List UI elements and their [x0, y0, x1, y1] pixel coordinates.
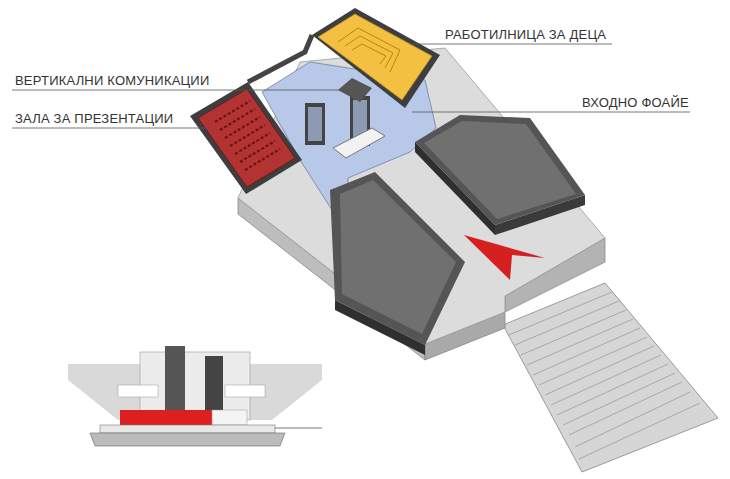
- room-label: ЗАЛА ЗА ПРЕЗЕНТАЦИИ: [15, 111, 173, 126]
- room-label: ВЕРТИКАЛНИ КОМУНИКАЦИИ: [15, 73, 209, 88]
- lobby-wall: [248, 35, 312, 82]
- section-drawing: [68, 346, 322, 446]
- wall-block-right: [415, 115, 585, 235]
- wall-block-left: [330, 172, 465, 355]
- room-label: РАБОТИЛНИЦА ЗА ДЕЦА: [445, 27, 606, 42]
- room-label: ВХОДНО ФОАЙЕ: [582, 95, 689, 110]
- base-slab: [238, 48, 605, 360]
- entrance-arrow: [464, 235, 545, 280]
- leader-lines: [12, 44, 690, 128]
- workshop: [312, 8, 440, 108]
- stairs: [503, 283, 718, 472]
- presentation-hall: [190, 82, 302, 194]
